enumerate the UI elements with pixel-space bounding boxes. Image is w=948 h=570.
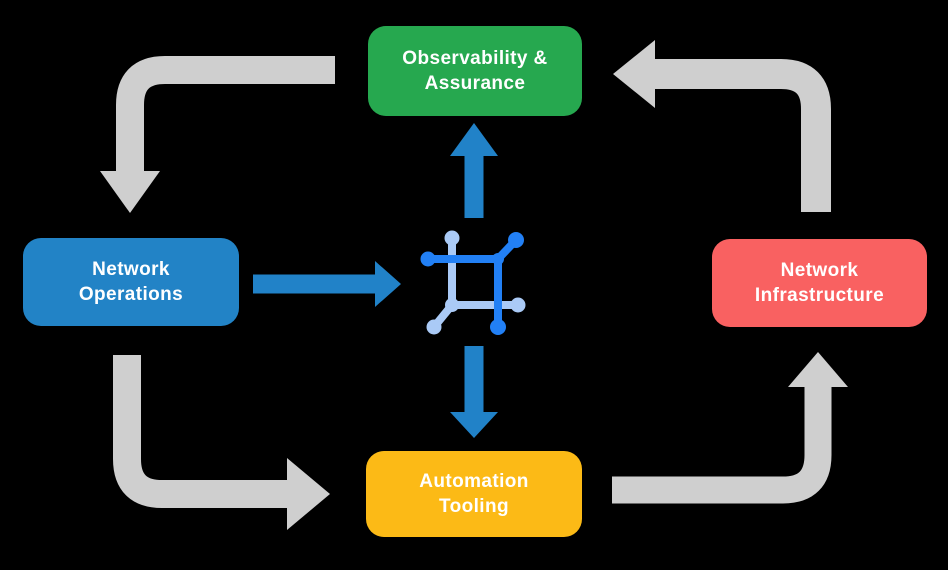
arrow-operations-to-automation [113, 355, 330, 530]
arrow-shaft [655, 59, 831, 212]
network-fabric-icon [420, 230, 526, 335]
node-observability-assurance: Observability & Assurance [368, 26, 582, 116]
arrow-head-left [613, 40, 655, 108]
icon-node-bottom [490, 319, 506, 335]
arrow-shaft [116, 56, 335, 172]
arrow-shaft [612, 387, 832, 504]
icon-light-nodes [426, 230, 526, 335]
node-operations-label: Network Operations [78, 258, 184, 305]
arrow-head-right [287, 458, 330, 530]
icon-dark-nodes [420, 232, 524, 335]
icon-node-bottom-left [426, 319, 442, 335]
node-network-operations: Network Operations [23, 238, 239, 326]
icon-node-top [444, 230, 460, 246]
arrow-operations-to-center [253, 261, 401, 307]
icon-node-right [510, 297, 526, 313]
arrow-center-to-automation [450, 346, 498, 438]
node-network-infrastructure: Network Infrastructure [712, 239, 927, 327]
arrow-center-to-observability [450, 123, 498, 218]
arrow-head-right [375, 261, 401, 307]
node-infrastructure-label: Network Infrastructure [754, 259, 885, 306]
arrow-infrastructure-to-observability [613, 40, 831, 212]
arrow-observability-to-operations [100, 56, 335, 213]
icon-node-top-right [508, 232, 524, 248]
arrow-shaft [113, 355, 287, 508]
arrow-automation-to-infrastructure [612, 352, 848, 504]
arrow-head-down [100, 171, 160, 213]
arrow-head-up [788, 352, 848, 387]
icon-junction-top-right [492, 253, 504, 265]
icon-node-left [420, 251, 436, 267]
node-observability-label: Observability & Assurance [402, 47, 548, 94]
arrow-head-up [450, 123, 498, 156]
icon-junction-bottom-left [445, 298, 459, 312]
arrow-head-down [450, 412, 498, 438]
node-automation-tooling: Automation Tooling [366, 451, 582, 537]
node-automation-label: Automation Tooling [419, 470, 529, 517]
